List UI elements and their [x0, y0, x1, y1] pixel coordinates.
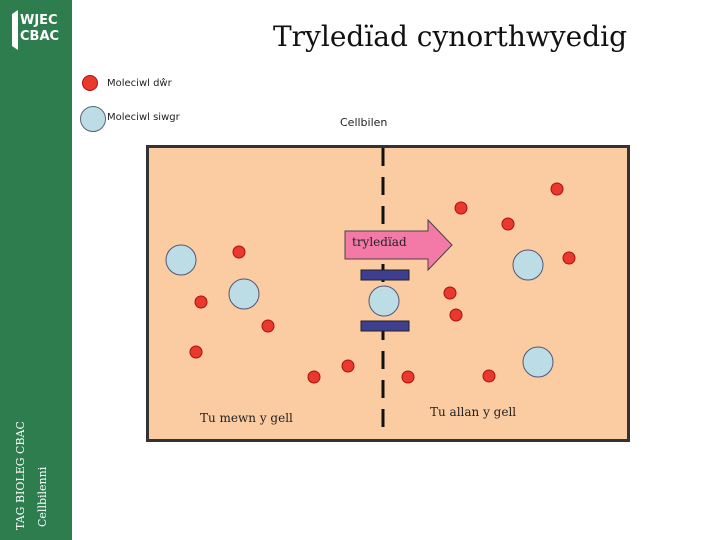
- sugar-molecule: [165, 244, 197, 276]
- channel-protein-bottom: [360, 320, 410, 332]
- water-molecule: [482, 369, 496, 383]
- water-molecule: [189, 345, 203, 359]
- legend-sugar-label: Moleciwl siwgr: [107, 112, 180, 123]
- water-molecule: [341, 359, 355, 373]
- logo-text-cbac: CBAC: [20, 29, 60, 44]
- legend-water-dot: [82, 75, 98, 91]
- legend-water-label: Moleciwl dŵr: [107, 78, 172, 89]
- outside-cell-label: Tu allan y gell: [430, 405, 517, 419]
- water-molecule: [261, 319, 275, 333]
- logo-mark: [12, 10, 18, 50]
- water-molecule: [562, 251, 576, 265]
- arrow-label: tryledïad: [352, 235, 407, 249]
- water-molecule: [307, 370, 321, 384]
- diffusion-arrow: [344, 218, 453, 272]
- water-molecule: [454, 201, 468, 215]
- sugar-molecule: [228, 278, 260, 310]
- inside-cell-label: Tu mewn y gell: [200, 411, 293, 425]
- water-molecule: [232, 245, 246, 259]
- sugar-molecule: [522, 346, 554, 378]
- legend-sugar-dot: [80, 106, 106, 132]
- water-molecule: [401, 370, 415, 384]
- water-molecule: [194, 295, 208, 309]
- sugar-molecule: [512, 249, 544, 281]
- sidebar: WJEC CBAC TAG BIOLEG CBAC Cellbilenni: [0, 0, 72, 540]
- channel-protein-top: [360, 269, 410, 281]
- sugar-molecule: [368, 285, 400, 317]
- water-molecule: [501, 217, 515, 231]
- wjec-logo: [12, 10, 18, 50]
- water-molecule: [449, 308, 463, 322]
- cell-area: [146, 145, 630, 442]
- logo-text-wjec: WJEC: [20, 13, 58, 28]
- water-molecule: [550, 182, 564, 196]
- membrane-label: Cellbilen: [340, 116, 388, 129]
- water-molecule: [443, 286, 457, 300]
- slide-title: Tryledïad cynorthwyedig: [272, 20, 628, 53]
